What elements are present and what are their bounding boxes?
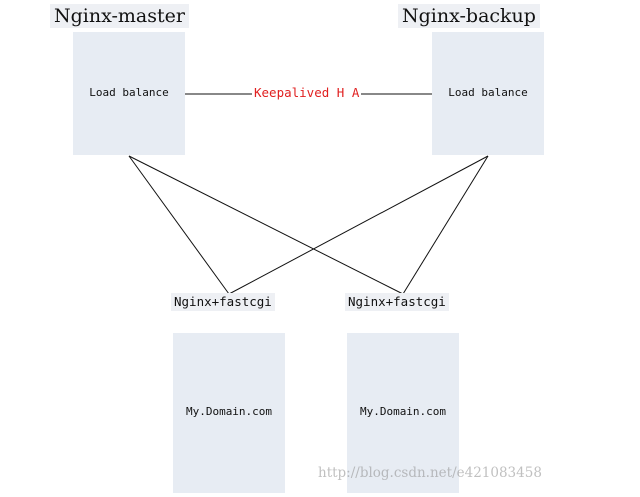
fastcgi-left-label: Nginx+fastcgi — [171, 293, 275, 311]
backup-to-fastcgi-right-line — [402, 155, 489, 295]
backup-load-balancer-box: Load balance — [432, 32, 544, 155]
master-to-fastcgi-right-line — [128, 155, 404, 295]
server-left-domain-label: My.Domain.com — [185, 405, 273, 418]
keepalived-ha-label: Keepalived H A — [252, 84, 362, 102]
web-server-right-box: My.Domain.com — [347, 333, 459, 493]
master-load-balancer-box: Load balance — [73, 32, 185, 155]
server-right-domain-label: My.Domain.com — [359, 405, 447, 418]
backup-to-fastcgi-left-line — [228, 155, 489, 295]
nginx-backup-title: Nginx-backup — [398, 4, 540, 28]
watermark-text: http://blog.csdn.net/e421083458 — [318, 465, 542, 481]
web-server-left-box: My.Domain.com — [173, 333, 285, 493]
master-to-fastcgi-left-line — [128, 155, 230, 295]
nginx-master-title: Nginx-master — [50, 4, 189, 28]
master-load-balance-label: Load balance — [89, 86, 169, 99]
backup-load-balance-label: Load balance — [448, 86, 528, 99]
fastcgi-right-label: Nginx+fastcgi — [345, 293, 449, 311]
